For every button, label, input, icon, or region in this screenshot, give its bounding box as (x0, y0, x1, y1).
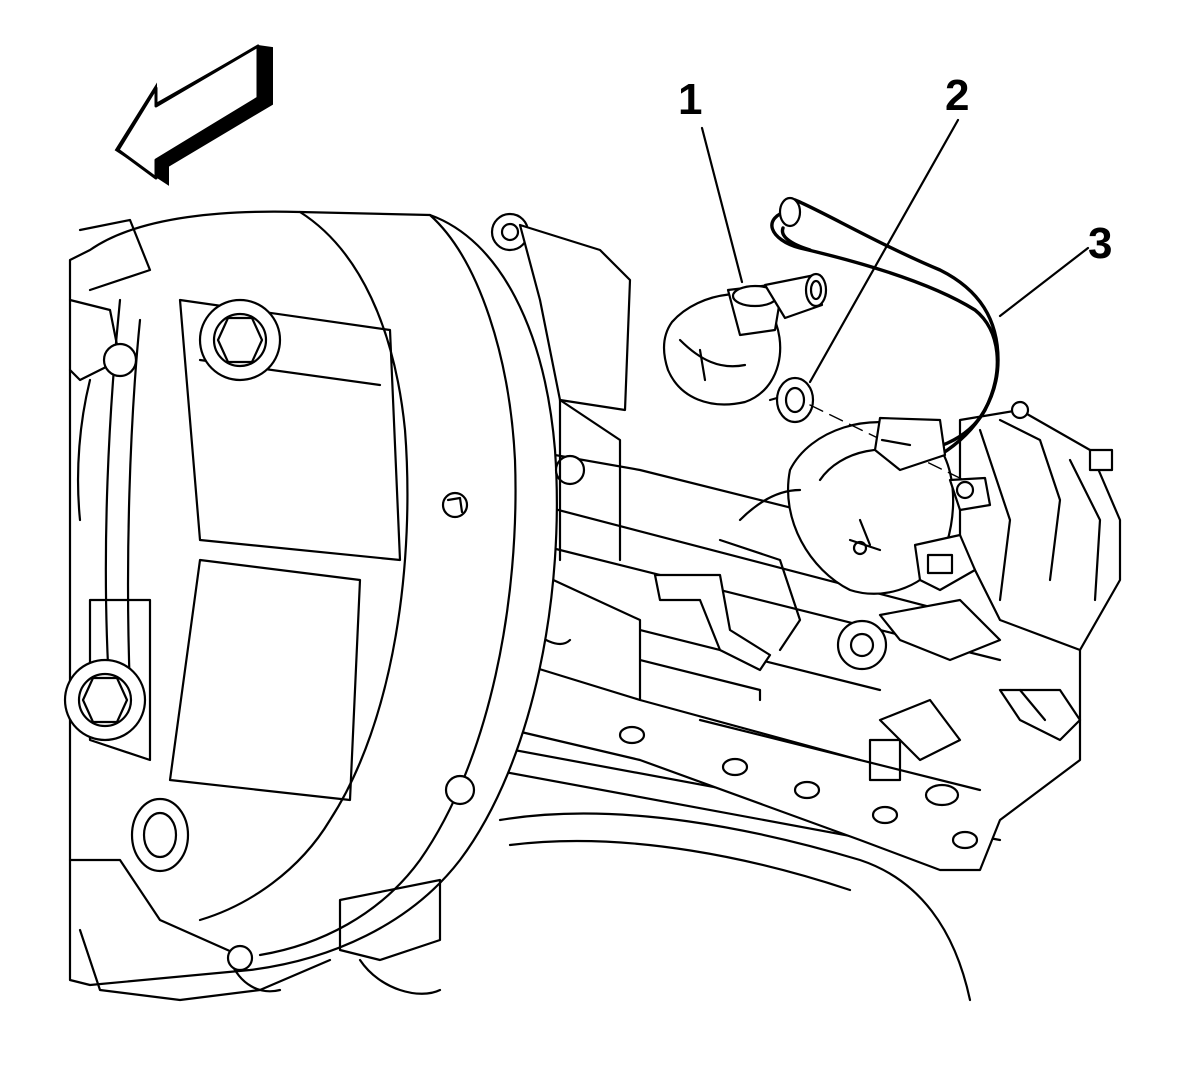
callout-2: 2 (945, 71, 969, 120)
housing-bolt-upper (198, 298, 282, 382)
pcv-hose (770, 196, 1000, 472)
housing-bolt-lower (63, 658, 147, 742)
callout-3: 3 (1088, 219, 1112, 268)
callout-1: 1 (678, 75, 702, 124)
pcv-valve (662, 272, 828, 406)
sensor-connector (913, 476, 992, 592)
drain-plug (130, 797, 190, 873)
engine-assembly (63, 210, 1122, 1002)
leader-line-3 (998, 246, 1090, 318)
pcv-grommet (768, 376, 969, 483)
callout-leader-lines (700, 118, 1090, 384)
bell-housing (63, 210, 586, 1002)
leader-line-1 (700, 126, 744, 284)
leader-line-2 (808, 118, 960, 384)
front-direction-arrow-icon (114, 44, 273, 186)
oil-pan-bolts (618, 725, 979, 850)
